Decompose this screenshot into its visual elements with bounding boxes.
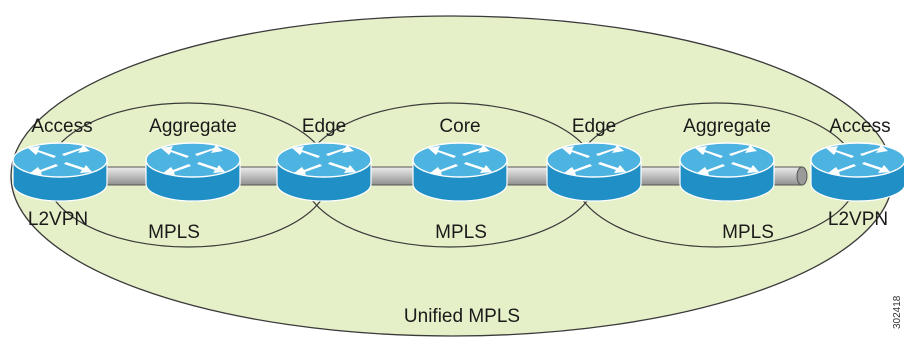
router-edge-left — [276, 142, 372, 202]
label-mpls-left: MPLS — [148, 222, 200, 243]
router-access-left — [12, 142, 108, 202]
label-access-left: Access — [31, 116, 92, 137]
label-edge-right: Edge — [572, 116, 616, 137]
label-mpls-core: MPLS — [435, 222, 487, 243]
label-aggregate-right: Aggregate — [683, 116, 771, 137]
router-core — [412, 142, 508, 202]
label-access-right: Access — [829, 116, 890, 137]
label-core: Core — [439, 116, 480, 137]
label-l2vpn-right: L2VPN — [828, 209, 888, 230]
label-edge-left: Edge — [302, 116, 346, 137]
pipe-end-cap — [796, 166, 808, 186]
router-aggregate-left — [145, 142, 241, 202]
router-access-right — [810, 142, 904, 202]
label-unified-mpls: Unified MPLS — [404, 306, 520, 327]
label-l2vpn-left: L2VPN — [28, 209, 88, 230]
figure-id: 302418 — [892, 295, 903, 329]
router-edge-right — [546, 142, 642, 202]
router-aggregate-right — [679, 142, 775, 202]
label-mpls-right: MPLS — [722, 222, 774, 243]
label-aggregate-left: Aggregate — [149, 116, 237, 137]
